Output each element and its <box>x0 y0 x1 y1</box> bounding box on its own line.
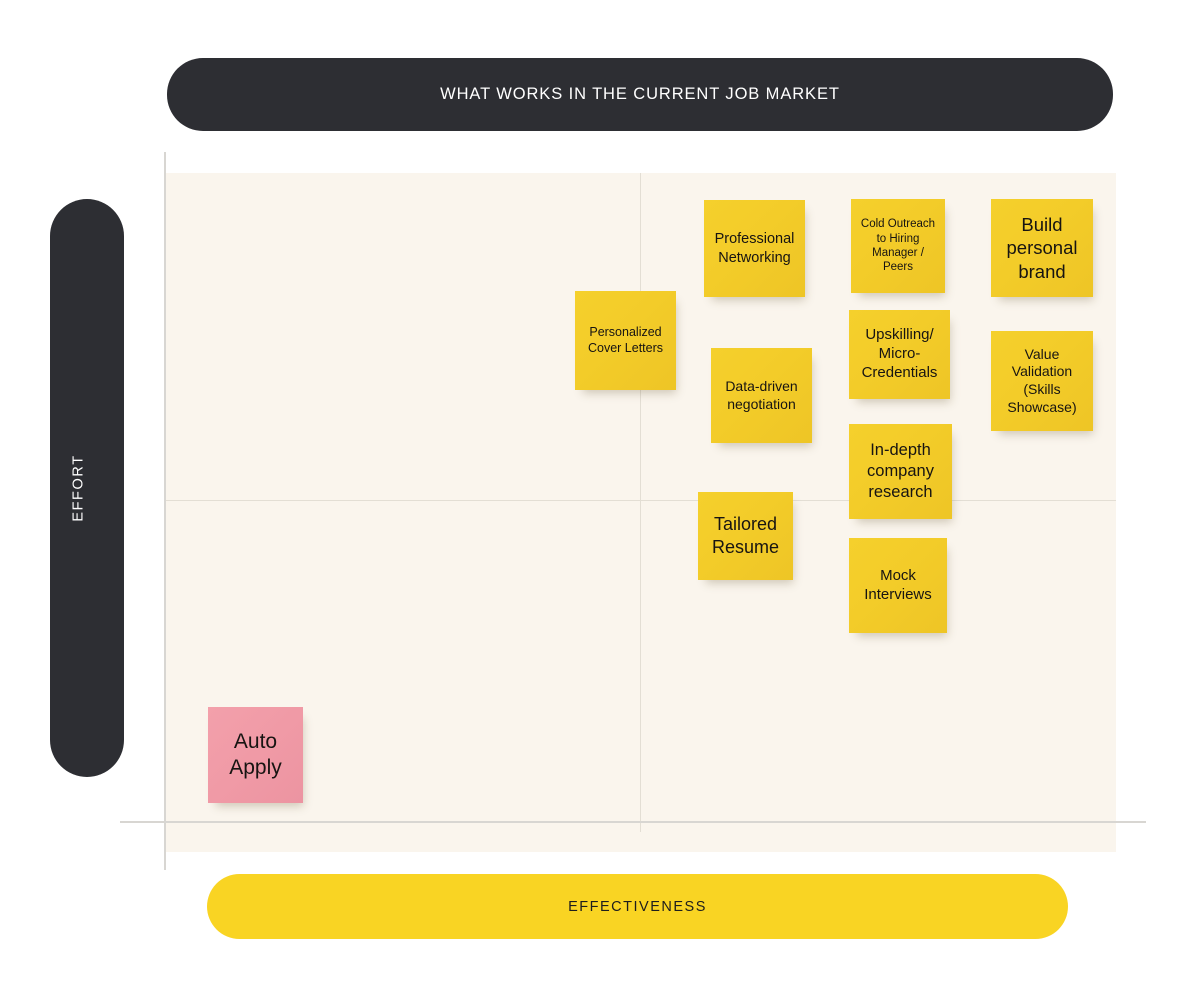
quadrant-divider-vertical <box>640 173 641 832</box>
sticky-note[interactable]: Build personal brand <box>991 199 1093 297</box>
y-axis-line <box>164 152 166 870</box>
quadrant-divider-horizontal <box>165 500 1116 501</box>
sticky-note[interactable]: Mock Interviews <box>849 538 947 633</box>
x-axis-label: EFFECTIVENESS <box>568 898 707 915</box>
sticky-note-label: Personalized Cover Letters <box>587 324 664 355</box>
title-bar: WHAT WORKS IN THE CURRENT JOB MARKET <box>167 58 1113 131</box>
sticky-note-label: Cold Outreach to Hiring Manager / Peers <box>860 218 936 274</box>
y-axis-label: EFFORT <box>71 454 87 522</box>
sticky-note[interactable]: Value Validation (Skills Showcase) <box>991 331 1093 431</box>
sticky-note-label: Build personal brand <box>1006 214 1078 282</box>
sticky-note-label: Upskilling/ Micro- Credentials <box>861 326 938 381</box>
sticky-note[interactable]: Cold Outreach to Hiring Manager / Peers <box>851 199 945 293</box>
sticky-note-label: Mock Interviews <box>864 566 932 603</box>
sticky-note-label: Tailored Resume <box>711 514 780 557</box>
sticky-note-label: Auto Apply <box>229 729 282 779</box>
page-title: WHAT WORKS IN THE CURRENT JOB MARKET <box>440 85 840 103</box>
y-axis-pill <box>50 199 124 777</box>
sticky-note-label: Value Validation (Skills Showcase) <box>1007 345 1077 415</box>
sticky-note-label: Professional Networking <box>714 231 795 266</box>
sticky-note[interactable]: Professional Networking <box>704 200 805 297</box>
sticky-note[interactable]: In-depth company research <box>849 424 952 519</box>
sticky-note[interactable]: Personalized Cover Letters <box>575 291 676 390</box>
sticky-note[interactable]: Tailored Resume <box>698 492 793 580</box>
sticky-note-label: Data-driven negotiation <box>725 377 798 412</box>
sticky-note[interactable]: Data-driven negotiation <box>711 348 812 443</box>
sticky-note-label: In-depth company research <box>867 441 934 501</box>
x-axis-pill: EFFECTIVENESS <box>207 874 1068 939</box>
x-axis-line <box>120 821 1146 823</box>
sticky-note[interactable]: Auto Apply <box>208 707 303 803</box>
y-axis-label-wrapper: EFFORT <box>50 199 124 777</box>
sticky-note[interactable]: Upskilling/ Micro- Credentials <box>849 310 950 399</box>
